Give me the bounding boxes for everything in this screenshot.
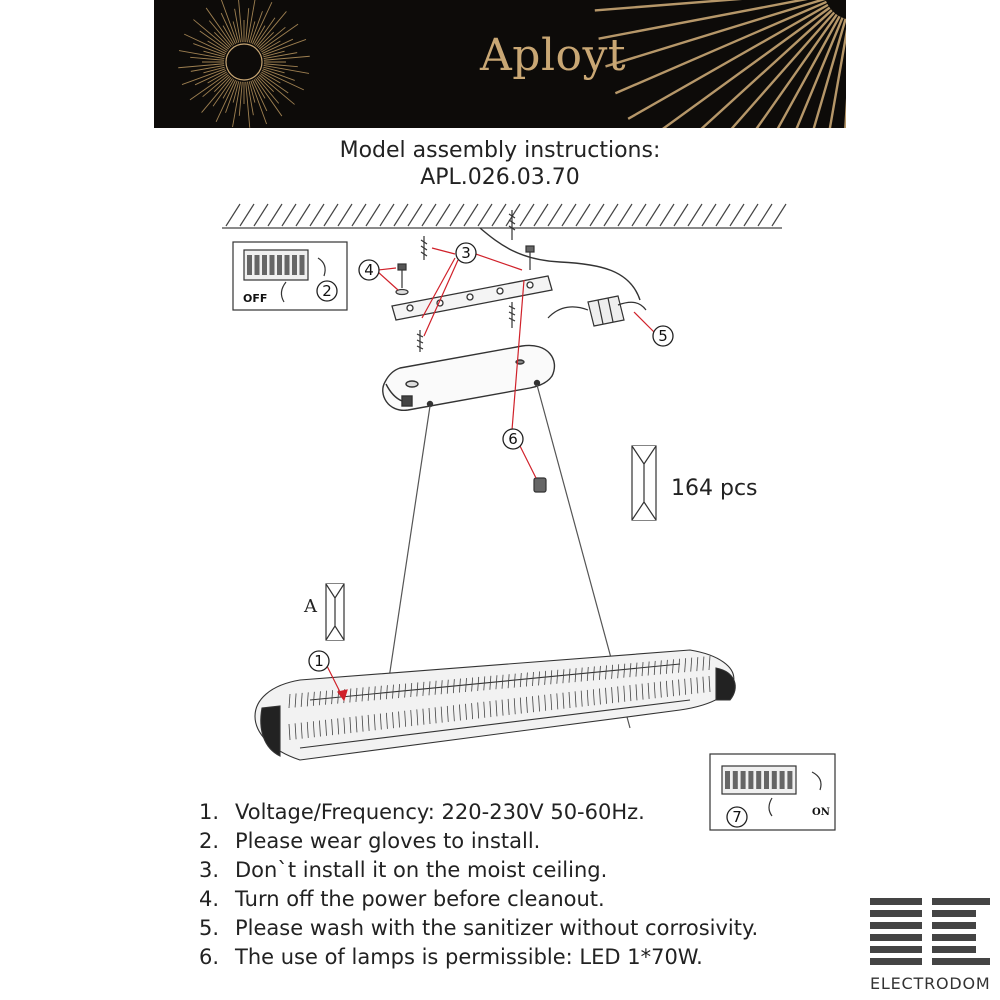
callout-7 (726, 806, 748, 828)
callout-7-label: 7 (732, 808, 742, 826)
crystal-element-a (325, 583, 345, 641)
crystal-quantity-icon (631, 445, 657, 521)
mounting-bracket (391, 275, 553, 321)
callout-6 (502, 428, 524, 450)
instruction-item: 4.Turn off the power before cleanout. (199, 887, 605, 911)
instruction-item: 5.Please wash with the sanitizer without… (199, 916, 759, 940)
callout-6-label: 6 (508, 430, 518, 448)
callout-5-label: 5 (658, 327, 668, 345)
terminal-block (547, 295, 647, 327)
ceiling-screws (420, 210, 535, 270)
switch-on-label: ON (812, 807, 830, 818)
power-cable (479, 227, 641, 301)
crystal-quantity: 164 pcs (671, 476, 758, 501)
callout-2-label: 2 (322, 282, 332, 300)
callout-1-label: 1 (314, 652, 324, 670)
switch-off-label: OFF (243, 292, 267, 305)
callout-4 (358, 259, 380, 281)
crystal-label-a: A (304, 596, 317, 617)
instruction-item: 3.Don`t install it on the moist ceiling. (199, 858, 608, 882)
brand-logo-text: Aployt (480, 30, 627, 81)
model-number: APL.026.03.70 (420, 165, 580, 190)
ceiling-canopy (382, 344, 556, 411)
instruction-item: 6.The use of lamps is permissible: LED 1… (199, 945, 703, 969)
callout-markers (308, 242, 748, 828)
callout-5 (652, 325, 674, 347)
brand-banner: Aployt (154, 0, 846, 128)
page-title: Model assembly instructions: (339, 138, 661, 163)
callout-3 (455, 242, 477, 264)
instruction-item: 1.Voltage/Frequency: 220-230V 50-60Hz. (199, 800, 645, 824)
callout-4-label: 4 (364, 261, 374, 279)
electrodom-logo (870, 898, 990, 965)
callout-1 (308, 650, 330, 672)
instructions-list: 1.Voltage/Frequency: 220-230V 50-60Hz. 2… (199, 798, 758, 972)
instruction-item: 2.Please wear gloves to install. (199, 829, 541, 853)
switch-on-panel (709, 753, 836, 831)
crystal-ring (254, 649, 736, 761)
callout-2 (316, 280, 338, 302)
sunburst-decoration (178, 0, 846, 128)
anchor-screws (416, 302, 516, 352)
electrodom-logo-text: ELECTRODOM (870, 974, 991, 993)
bolt-part (395, 263, 409, 296)
callout-arrows (325, 247, 655, 702)
ceiling-hatch (222, 203, 787, 229)
callout-3-label: 3 (461, 244, 471, 262)
cable-gripper (533, 477, 547, 493)
